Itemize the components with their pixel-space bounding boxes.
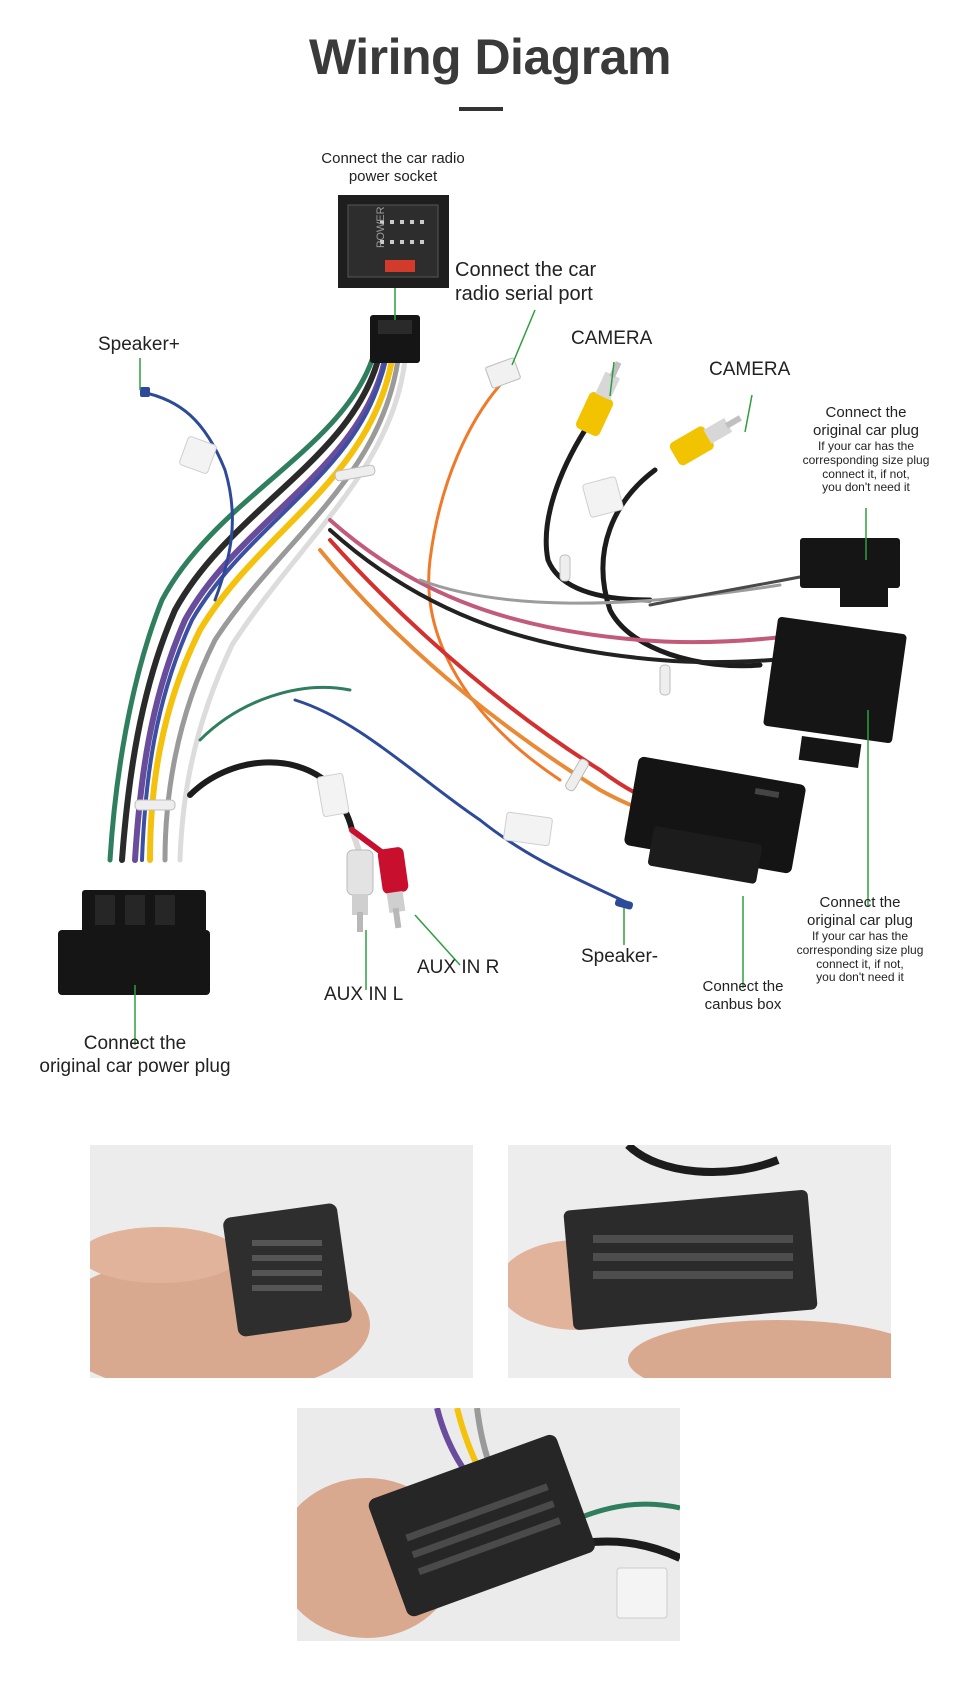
pointer-serial-port — [511, 309, 536, 366]
label-orig-plug-top: Connect the original car plug If your ca… — [786, 404, 946, 495]
wire-gray — [162, 357, 401, 863]
label-camera-1: CAMERA — [571, 328, 653, 349]
speaker-minus-tip — [614, 898, 634, 910]
wire-serial-orange — [427, 383, 562, 782]
tape-label-aux — [316, 773, 350, 817]
rca-aux-left — [346, 849, 374, 932]
label-aux-l: AUX IN L — [324, 984, 404, 1005]
label-speaker-minus: Speaker- — [581, 946, 659, 967]
label-power-socket-line2: power socket — [348, 168, 438, 185]
wire-green-loop — [198, 686, 352, 742]
cable-tie — [565, 758, 589, 792]
wire-blue — [140, 358, 387, 862]
wire-purple — [132, 357, 388, 863]
hand-shape — [628, 1320, 891, 1378]
label-power-plug-line1: Connect the — [83, 1033, 187, 1054]
label-orig-plug-top-note4: you don't need it — [822, 480, 910, 495]
title-underline — [459, 107, 503, 111]
cable-tie — [134, 799, 176, 811]
wire-yellow — [147, 357, 395, 863]
label-speaker-plus: Speaker+ — [98, 334, 180, 355]
connector-original-plug-right — [763, 617, 907, 743]
cable-camera-2 — [600, 467, 763, 669]
cable-tie — [659, 664, 671, 696]
label-canbus-line1: Connect the — [702, 978, 784, 995]
label-orig-plug-right-note2: corresponding size plug — [796, 942, 924, 957]
label-orig-plug-right-line2: original car plug — [807, 912, 913, 929]
label-orig-plug-top-note1: If your car has the — [817, 439, 915, 453]
label-power-plug-line2: original car power plug — [39, 1055, 231, 1077]
wire-dark-top — [648, 573, 812, 607]
power-socket-text: POWER — [375, 206, 387, 248]
label-orig-plug-right-note1: If your car has the — [811, 929, 909, 943]
label-canbus: Connect the canbus box — [680, 978, 806, 1014]
label-orig-plug-right-note4: you don't need it — [816, 970, 904, 985]
canbus-box — [624, 756, 806, 884]
page-title: Wiring Diagram — [308, 29, 672, 85]
label-serial-port-line1: Connect the car — [455, 259, 597, 281]
cable-aux — [187, 759, 355, 833]
power-socket-thumbnail: POWER — [338, 195, 449, 288]
connector-original-plug-top — [800, 538, 900, 588]
speaker-plus-tip — [140, 387, 150, 397]
label-orig-plug-right: Connect the original car plug If your ca… — [778, 894, 942, 985]
label-power-plug: Connect the original car power plug — [30, 1033, 240, 1079]
pointer-camera-1 — [609, 361, 615, 397]
photo-connector-harness — [297, 1408, 680, 1641]
label-camera-2: CAMERA — [709, 359, 791, 380]
cable-tie — [559, 554, 571, 582]
label-serial-port-line2: radio serial port — [455, 283, 593, 305]
rca-camera-1 — [575, 361, 622, 436]
connector-power-plug — [58, 890, 210, 995]
wire-green — [107, 357, 375, 863]
wire-black — [119, 357, 381, 863]
label-aux-r: AUX IN R — [417, 957, 500, 978]
label-serial-port: Connect the car radio serial port — [455, 258, 596, 306]
label-orig-plug-right-note3: connect it, if not, — [816, 956, 904, 971]
photo-connector-large — [508, 1145, 891, 1378]
pointer-camera-2 — [744, 394, 753, 433]
label-power-socket: Connect the car radio power socket — [308, 150, 478, 186]
rca-camera-2 — [669, 415, 742, 466]
label-orig-plug-top-note3: connect it, if not, — [822, 466, 910, 481]
wire-speaker-plus — [140, 390, 234, 602]
cable-tie — [334, 464, 376, 482]
photo-connector-small — [90, 1145, 473, 1378]
tape-label-speaker-plus — [179, 436, 217, 474]
label-power-socket-line1: Connect the car radio — [321, 150, 465, 167]
wire-pink — [328, 518, 802, 645]
wire-speaker-minus — [293, 698, 630, 905]
connector-serial-port — [485, 357, 521, 389]
pointer-aux-r — [414, 914, 461, 966]
rca-aux-right — [377, 847, 409, 929]
tape-label-speaker-minus — [503, 811, 553, 847]
wire-white — [177, 357, 408, 863]
label-orig-plug-top-note2: corresponding size plug — [802, 452, 930, 467]
tape-label-camera — [582, 476, 624, 518]
label-orig-plug-right-line1: Connect the — [819, 894, 901, 911]
label-orig-plug-top-line2: original car plug — [813, 422, 919, 439]
label-canbus-line2: canbus box — [704, 996, 782, 1013]
connector-photo-small — [223, 1203, 352, 1337]
wire-black-right — [328, 528, 802, 665]
label-orig-plug-top-line1: Connect the — [825, 404, 907, 421]
